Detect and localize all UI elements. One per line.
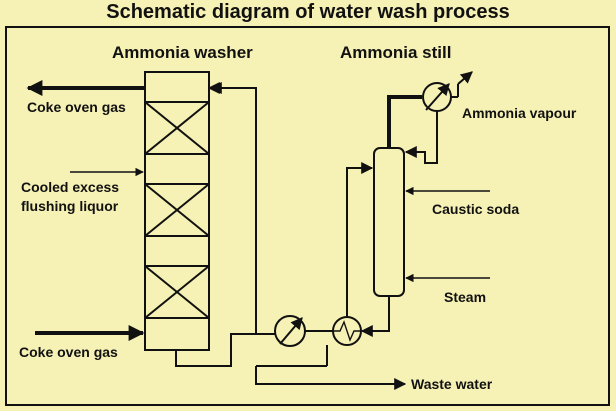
still-bottoms-line (360, 296, 390, 337)
steam-label: Steam (444, 289, 486, 305)
waste-water-label: Waste water (411, 376, 493, 392)
ammonia-vapour-label: Ammonia vapour (462, 105, 577, 121)
coke-gas-out-label: Coke oven gas (27, 99, 126, 115)
ammonia-still-column (373, 147, 405, 297)
washer-label: Ammonia washer (112, 43, 253, 62)
still-overhead-line (387, 95, 422, 148)
still-feed-line (346, 162, 374, 317)
ammonia-vapour-outlet (457, 71, 473, 85)
wash-water-return-line (207, 82, 257, 334)
ammonia-washer-column (144, 71, 210, 351)
waste-water-line (255, 366, 407, 390)
condenser-icon (422, 82, 452, 112)
flushing-liquor-label-line1: Cooled excess (21, 179, 119, 195)
reflux-line (404, 111, 438, 164)
diagram-title: Schematic diagram of water wash process (106, 1, 510, 23)
diagram-frame (5, 26, 610, 406)
coke-gas-in-label: Coke oven gas (19, 344, 118, 360)
flushing-liquor-label-line2: flushing liquor (21, 198, 119, 214)
washer-bottoms-line (175, 333, 275, 367)
still-label: Ammonia still (340, 43, 451, 62)
feed-effluent-exchanger-icon (332, 316, 362, 346)
caustic-soda-label: Caustic soda (432, 201, 519, 217)
cooler-exchanger-icon (274, 315, 306, 347)
